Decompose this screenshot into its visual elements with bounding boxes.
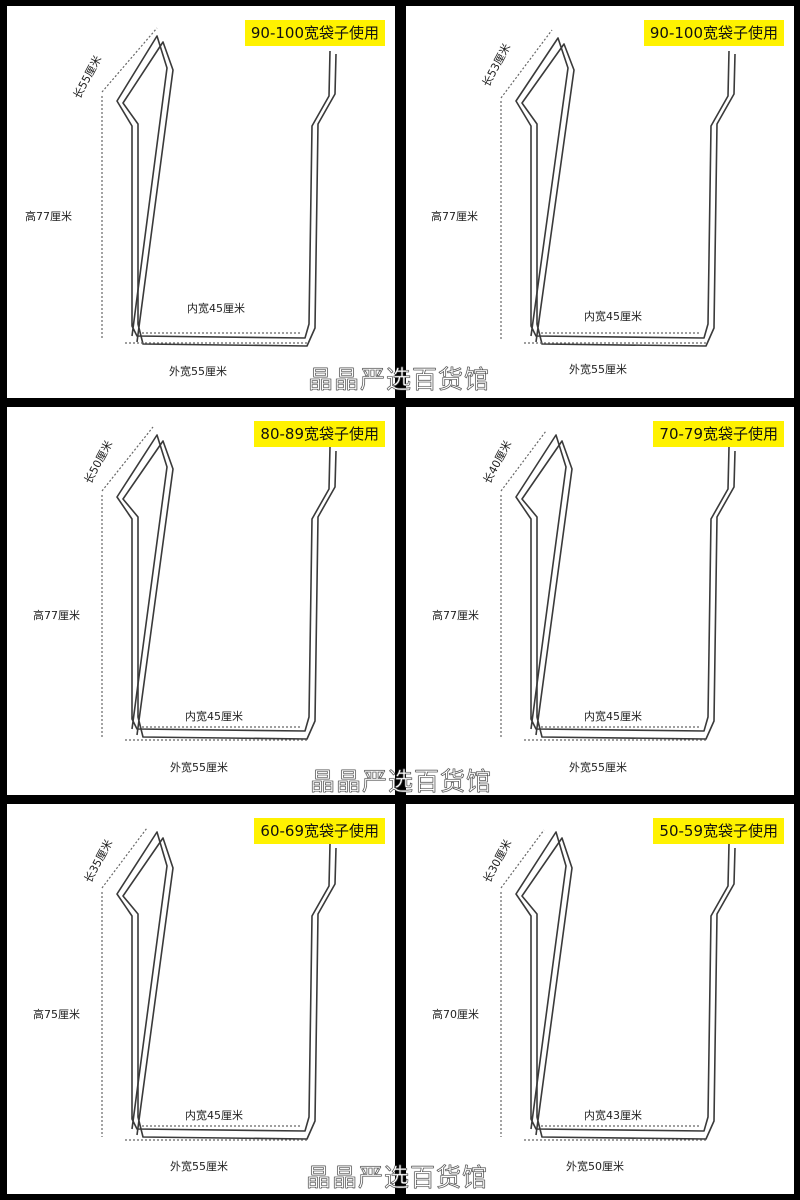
rack-drawing bbox=[101, 426, 337, 741]
product-panel-5: 60-69宽袋子使用 长35厘米 高75厘米 内宽45厘米 外宽55厘米 bbox=[7, 804, 395, 1194]
product-panel-4: 70-79宽袋子使用 长40厘米 高77厘米 内宽45厘米 外宽55厘米 bbox=[406, 407, 794, 795]
outer-width-label: 外宽55厘米 bbox=[169, 365, 227, 378]
product-panel-2: 90-100宽袋子使用 长53厘米 高77厘米 内宽45厘米 外宽55厘米 bbox=[406, 6, 794, 398]
bag-size-tag: 90-100宽袋子使用 bbox=[244, 20, 385, 46]
rack-drawing bbox=[500, 829, 736, 1141]
bag-size-tag: 90-100宽袋子使用 bbox=[643, 20, 784, 46]
rack-drawing bbox=[101, 27, 337, 347]
inner-width-label: 内宽45厘米 bbox=[185, 710, 243, 723]
product-panel-3: 80-89宽袋子使用 长50厘米 高77厘米 内宽45厘米 外宽55厘米 bbox=[7, 407, 395, 795]
outer-width-label: 外宽55厘米 bbox=[569, 363, 627, 376]
inner-width-label: 内宽45厘米 bbox=[584, 710, 642, 723]
height-label: 高77厘米 bbox=[25, 210, 72, 223]
height-label: 高77厘米 bbox=[432, 609, 479, 622]
height-label: 高77厘米 bbox=[431, 210, 478, 223]
product-panel-1: 90-100宽袋子使用 长55厘米 高77厘米 内宽45厘米 外宽55厘米 bbox=[7, 6, 395, 398]
outer-width-label: 外宽50厘米 bbox=[566, 1160, 624, 1173]
store-watermark: 晶晶严选百货馆 bbox=[306, 1163, 489, 1193]
store-watermark: 晶晶严选百货馆 bbox=[308, 365, 491, 395]
bag-size-tag: 70-79宽袋子使用 bbox=[653, 421, 784, 447]
product-panel-6: 50-59宽袋子使用 长30厘米 高70厘米 内宽43厘米 外宽50厘米 bbox=[406, 804, 794, 1194]
outer-width-label: 外宽55厘米 bbox=[170, 1160, 228, 1173]
outer-width-label: 外宽55厘米 bbox=[569, 761, 627, 774]
bag-size-tag: 60-69宽袋子使用 bbox=[254, 818, 385, 844]
height-label: 高70厘米 bbox=[432, 1008, 479, 1021]
inner-width-label: 内宽43厘米 bbox=[584, 1109, 642, 1122]
store-watermark: 晶晶严选百货馆 bbox=[310, 767, 493, 797]
bag-size-tag: 50-59宽袋子使用 bbox=[653, 818, 784, 844]
bag-size-tag: 80-89宽袋子使用 bbox=[254, 421, 385, 447]
inner-width-label: 内宽45厘米 bbox=[584, 310, 642, 323]
inner-width-label: 内宽45厘米 bbox=[187, 302, 245, 315]
height-label: 高77厘米 bbox=[33, 609, 80, 622]
outer-width-label: 外宽55厘米 bbox=[170, 761, 228, 774]
height-label: 高75厘米 bbox=[33, 1008, 80, 1021]
rack-drawing bbox=[500, 430, 736, 741]
rack-drawing bbox=[500, 29, 736, 347]
rack-drawing bbox=[101, 827, 337, 1141]
inner-width-label: 内宽45厘米 bbox=[185, 1109, 243, 1122]
